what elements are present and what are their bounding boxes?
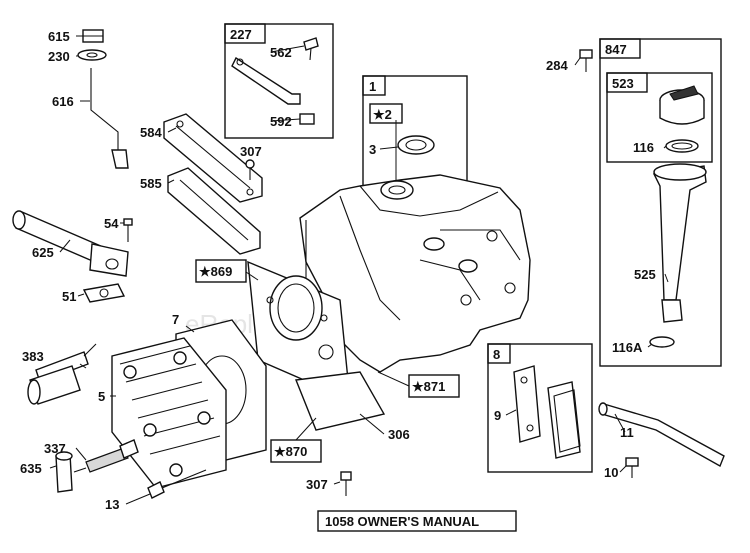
- cylinder-bore-icon: [247, 260, 351, 402]
- kit-tag-523: [606, 72, 648, 93]
- screw-10-icon: [625, 457, 639, 478]
- screw-562-icon: [303, 37, 319, 61]
- plate-584-icon: [163, 113, 263, 203]
- nut-592-icon: [299, 113, 315, 125]
- label-5: 5: [98, 389, 105, 404]
- label-625: 625: [32, 245, 54, 260]
- cylinder-head-5-icon: [111, 337, 227, 489]
- screw-307a-icon: [245, 159, 255, 180]
- governor-link-562-icon: [231, 56, 301, 105]
- label-230: 230: [48, 49, 70, 64]
- oil-fill-tube-525-icon: [652, 163, 707, 323]
- o-ring-116-icon: [665, 139, 699, 153]
- breather-gasket-9-icon: [513, 365, 541, 443]
- label-525: 525: [634, 267, 656, 282]
- label-116a: 116A: [612, 340, 643, 355]
- label-615: 615: [48, 29, 70, 44]
- bolt-13-icon: [147, 469, 207, 499]
- tag-869: [195, 259, 247, 283]
- label-284: 284: [546, 58, 568, 73]
- leader-lines: [49, 35, 669, 505]
- label-51: 51: [62, 289, 76, 304]
- owners-manual-label: 1058 OWNER'S MANUAL: [325, 514, 479, 529]
- label-7: 7: [172, 312, 179, 327]
- label-star-871: ★871: [412, 379, 445, 394]
- kit-tag-227: [224, 23, 266, 44]
- screw-284-icon: [579, 49, 593, 72]
- kit-box-8: [487, 343, 593, 473]
- label-337: 337: [44, 441, 66, 456]
- label-306: 306: [388, 427, 410, 442]
- kit-box-847: [599, 38, 722, 367]
- label-585: 585: [140, 176, 162, 191]
- label-616: 616: [52, 94, 74, 109]
- label-9: 9: [494, 408, 501, 423]
- label-307-upper: 307: [240, 144, 262, 159]
- label-383: 383: [22, 349, 44, 364]
- screw-54-icon: [123, 218, 133, 242]
- kit-tag-847: [599, 38, 641, 59]
- label-592: 592: [270, 114, 292, 129]
- gasket-585-icon: [167, 167, 261, 255]
- label-584: 584: [140, 125, 162, 140]
- spark-boot-635-icon: [55, 451, 73, 493]
- kit-box-523: [606, 72, 713, 163]
- washer-230-icon: [77, 49, 107, 61]
- intake-tube-625-icon: [12, 210, 129, 277]
- kit-tag-2: [369, 103, 403, 124]
- label-227: 227: [230, 27, 252, 42]
- breather-cover-icon: [547, 381, 581, 459]
- label-star-869: ★869: [199, 264, 232, 279]
- label-8: 8: [493, 347, 500, 362]
- label-562: 562: [270, 45, 292, 60]
- label-11: 11: [620, 425, 634, 440]
- spark-plug-337-icon: [73, 439, 139, 473]
- screw-307b-icon: [340, 471, 352, 496]
- label-116: 116: [633, 140, 654, 155]
- kit-box-1: [362, 75, 468, 193]
- label-star-2: ★2: [373, 107, 392, 122]
- kit-tag-1: [362, 75, 386, 96]
- o-ring-116a-icon: [649, 336, 675, 348]
- label-847: 847: [605, 42, 627, 57]
- kit-box-227: [224, 23, 334, 139]
- label-635: 635: [20, 461, 42, 476]
- kit-tag-8: [487, 343, 511, 364]
- label-13: 13: [105, 497, 119, 512]
- label-3: 3: [369, 142, 376, 157]
- nut-615-icon: [82, 29, 104, 43]
- gasket-306-icon: [295, 371, 386, 431]
- cylinder-block-icon: [299, 174, 531, 373]
- label-54: 54: [104, 216, 119, 231]
- starter-383-icon: [27, 343, 97, 405]
- label-307-lower: 307: [306, 477, 328, 492]
- label-523: 523: [612, 76, 634, 91]
- manual-box: [317, 510, 517, 532]
- oil-seal-3-icon: [397, 135, 435, 155]
- label-1: 1: [369, 79, 376, 94]
- gasket-51-icon: [82, 283, 126, 303]
- label-star-870: ★870: [274, 444, 307, 459]
- dipstick-cap-523-icon: [659, 85, 705, 125]
- label-10: 10: [604, 465, 618, 480]
- breather-tube-11-icon: [598, 402, 725, 468]
- link-rod-end-icon: [111, 149, 129, 169]
